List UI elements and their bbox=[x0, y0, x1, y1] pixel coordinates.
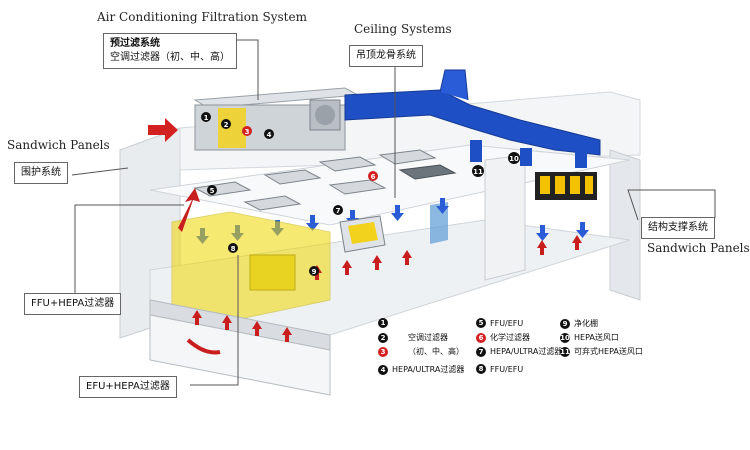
legend-item: 9 净化棚 bbox=[560, 318, 598, 329]
leader-structure bbox=[627, 189, 716, 221]
legend-item: 1 bbox=[378, 318, 388, 328]
svg-text:4: 4 bbox=[267, 131, 272, 139]
legend-badge: 7 bbox=[476, 346, 486, 357]
ffu-unit bbox=[263, 169, 322, 185]
legend-text: FFU/EFU bbox=[490, 318, 524, 328]
svg-text:10: 10 bbox=[509, 155, 519, 163]
legend-text: （初、中、高） bbox=[408, 347, 464, 356]
legend-badge: 5 bbox=[476, 318, 486, 328]
svg-text:9: 9 bbox=[312, 268, 317, 276]
legend-item: 7 HEPA/ULTRA过滤器 bbox=[476, 346, 562, 357]
callout-efu-hepa: EFU+HEPA过滤器 bbox=[79, 376, 177, 398]
legend-text: 化学过滤器 bbox=[490, 333, 530, 342]
legend-item: 8 FFU/EFU bbox=[476, 364, 523, 374]
legend-item: 5 FFU/EFU bbox=[476, 318, 523, 328]
svg-text:2: 2 bbox=[224, 121, 229, 129]
callout-ceiling: 吊顶龙骨系统 bbox=[349, 45, 423, 67]
callout-prefilter-title: 预过滤系统 bbox=[110, 38, 160, 49]
leader-ffu bbox=[74, 204, 184, 295]
callout-prefilter: 预过滤系统 空调过滤器（初、中、高） bbox=[103, 33, 237, 69]
legend-item: 2 空调过滤器 bbox=[378, 332, 448, 343]
svg-text:3: 3 bbox=[245, 128, 250, 136]
callout-structure: 结构支撑系统 bbox=[641, 217, 715, 239]
label-sandwich-right: Sandwich Panels bbox=[647, 241, 750, 255]
subfloor-plenum bbox=[149, 314, 331, 396]
legend-text: HEPA送风口 bbox=[574, 333, 619, 342]
legend-badge: 4 bbox=[378, 364, 388, 375]
label-sandwich-left: Sandwich Panels bbox=[7, 138, 110, 152]
partition-wall bbox=[484, 154, 526, 281]
svg-text:1: 1 bbox=[204, 114, 209, 122]
exhaust-arrow bbox=[178, 188, 200, 232]
legend-badge: 3 bbox=[378, 346, 388, 357]
legend-text: FFU/EFU bbox=[490, 364, 524, 374]
leader-efu bbox=[190, 255, 239, 386]
label-air-conditioning: Air Conditioning Filtration System bbox=[97, 10, 307, 24]
legend-item: 3 （初、中、高） bbox=[378, 346, 464, 357]
label-ceiling-systems: Ceiling Systems bbox=[354, 22, 452, 36]
legend: 1 2 空调过滤器 3 （初、中、高） 4 HEPA/ULTRA过滤器 5 FF… bbox=[378, 318, 643, 398]
legend-text: HEPA/ULTRA过滤器 bbox=[392, 365, 465, 374]
markers: 1 2 3 4 5 6 7 8 9 10 11 bbox=[201, 112, 520, 276]
callout-enclosure: 围护系统 bbox=[14, 162, 68, 184]
legend-item: 10 HEPA送风口 bbox=[560, 332, 619, 343]
legend-item: 11 可弃式HEPA送风口 bbox=[560, 346, 643, 357]
legend-badge: 10 bbox=[560, 332, 570, 343]
legend-item: 6 化学过滤器 bbox=[476, 332, 530, 343]
legend-badge: 2 bbox=[378, 332, 388, 343]
legend-badge: 8 bbox=[476, 364, 486, 374]
ahu-yellow-filter bbox=[218, 108, 246, 148]
subfloor-return-arrow bbox=[186, 338, 221, 355]
svg-text:5: 5 bbox=[210, 187, 215, 195]
ffu-unit bbox=[378, 149, 437, 165]
legend-text: 净化棚 bbox=[574, 319, 598, 328]
callout-prefilter-sub: 空调过滤器（初、中、高） bbox=[110, 52, 230, 63]
ffu-unit bbox=[243, 195, 302, 211]
legend-text: 可弃式HEPA送风口 bbox=[574, 347, 643, 356]
callout-ffu-hepa: FFU+HEPA过滤器 bbox=[24, 293, 122, 315]
svg-text:11: 11 bbox=[473, 168, 483, 176]
svg-text:6: 6 bbox=[371, 173, 376, 181]
intake-arrow bbox=[148, 118, 178, 142]
legend-badge: 6 bbox=[476, 332, 486, 343]
legend-badge: 1 bbox=[378, 318, 388, 328]
legend-badge: 9 bbox=[560, 318, 570, 329]
legend-item: 4 HEPA/ULTRA过滤器 bbox=[378, 364, 464, 375]
legend-text: HEPA/ULTRA过滤器 bbox=[490, 347, 563, 356]
ffu-unit bbox=[328, 179, 387, 195]
svg-text:7: 7 bbox=[336, 207, 341, 215]
ffu-unit bbox=[398, 164, 457, 180]
svg-text:8: 8 bbox=[231, 245, 236, 253]
ffu-unit bbox=[318, 156, 377, 172]
blue-duct bbox=[344, 89, 601, 156]
leader-enclosure bbox=[71, 167, 129, 176]
building-right-wall bbox=[609, 149, 641, 301]
legend-badge: 11 bbox=[560, 346, 570, 357]
legend-text: 空调过滤器 bbox=[408, 333, 448, 342]
